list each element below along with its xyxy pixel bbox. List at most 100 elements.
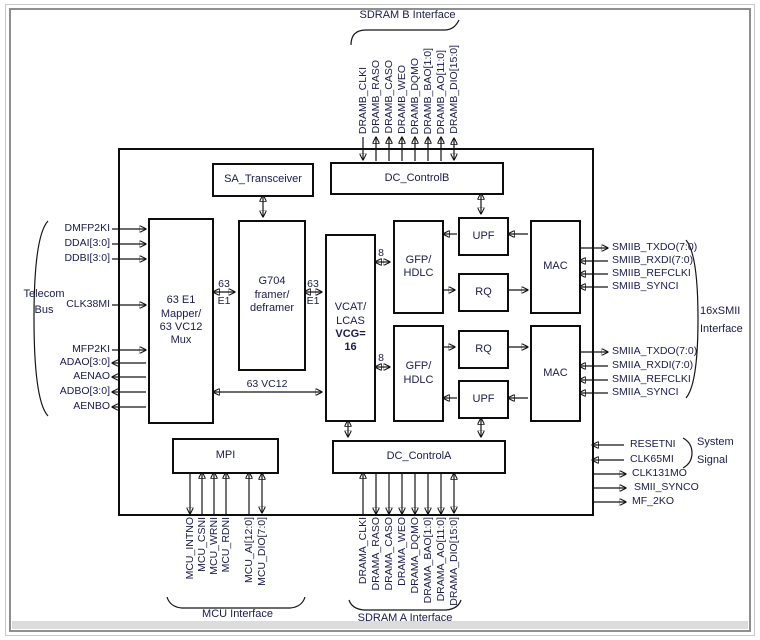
signal-drama-ao: DRAMA_AO[11:0] xyxy=(435,517,447,602)
signal-dramb-raso: DRAMB_RASO xyxy=(370,60,382,134)
signal-smiib-rxdi: SMIIB_RXDI(7:0) xyxy=(612,254,694,266)
block-label-line: LCAS xyxy=(336,314,365,327)
signal-ddbi: DDBI[3:0] xyxy=(64,252,110,264)
block-label-line: framer/ xyxy=(254,288,290,301)
block-sa-transceiver: SA_Transceiver xyxy=(212,163,314,197)
block-label-line: VCG= xyxy=(335,328,366,340)
bus-width-63: 63 xyxy=(307,278,319,290)
sdram-a-wires xyxy=(363,472,454,514)
signal-dramb-dio: DRAMB_DIO[15:0] xyxy=(448,45,460,134)
signal-smiib-synci: SMIIB_SYNCI xyxy=(612,280,679,292)
block-label: DC_ControlB xyxy=(384,171,450,184)
block-dc-control-a: DC_ControlA xyxy=(332,440,506,474)
signal-dramb-bao: DRAMB_BAO[1:0] xyxy=(422,47,434,134)
internal-wires xyxy=(213,193,528,437)
bus-width-e1: E1 xyxy=(306,295,320,307)
block-label-line: 16 xyxy=(344,341,357,354)
signal-dramb-clki: DRAMB_CLKI xyxy=(357,66,369,134)
mcu-wires xyxy=(190,472,262,514)
signal-clk131mo: CLK131MO xyxy=(632,467,687,479)
signal-drama-weo: DRAMA_WEO xyxy=(396,517,408,586)
signal-smiia-synci: SMIIA_SYNCI xyxy=(612,386,679,398)
block-label-line: Mapper/ xyxy=(160,307,202,320)
block-label: MAC xyxy=(543,260,568,273)
telecom-wires xyxy=(112,229,146,407)
block-label-line: GFP/ xyxy=(405,360,432,373)
signal-ddai: DDAI[3:0] xyxy=(64,237,110,249)
block-rq-a: RQ xyxy=(458,330,509,369)
block-g704-framer: G704 framer/ deframer xyxy=(238,220,306,371)
signal-mfp2ki: MFP2KI xyxy=(72,343,110,355)
signal-smiia-rxdi: SMIIA_RXDI(7:0) xyxy=(612,359,694,371)
block-label-line: 63 E1 xyxy=(166,294,196,307)
smii-interface-title-line2: Interface xyxy=(700,323,743,335)
block-rq-b: RQ xyxy=(458,273,509,312)
signal-mcu-ai: MCU_AI[12:0] xyxy=(243,517,255,583)
signal-dramb-dqmo: DRAMB_DQMO xyxy=(409,57,421,134)
sdram-b-interface-title: SDRAM B Interface xyxy=(359,9,456,21)
block-label: RQ xyxy=(475,285,492,298)
signal-mcu-dio: MCU_DIO[7:0] xyxy=(256,517,268,586)
signal-drama-caso: DRAMA_CASO xyxy=(383,517,395,591)
signal-drama-dqmo: DRAMA_DQMO xyxy=(409,517,421,594)
block-label-line: G704 xyxy=(258,275,286,288)
telecom-bus-title-line1: Telecom xyxy=(23,288,65,300)
mcu-interface-title: MCU Interface xyxy=(202,608,273,620)
block-label-line: HDLC xyxy=(403,267,434,279)
signal-drama-bao: DRAMA_BAO[1:0] xyxy=(422,517,434,604)
signal-drama-dio: DRAMA_DIO[15:0] xyxy=(448,517,460,606)
block-label: DC_ControlA xyxy=(386,450,452,463)
bus-width-63vc12: 63 VC12 xyxy=(246,378,288,390)
block-mac-a: MAC xyxy=(530,325,581,422)
signal-drama-raso: DRAMA_RASO xyxy=(370,517,382,591)
block-vcat-lcas: VCAT/ LCAS VCG= 16 xyxy=(325,234,376,422)
system-wires xyxy=(592,445,626,502)
signal-dmfp2ki: DMFP2KI xyxy=(64,222,110,234)
block-label: UPF xyxy=(472,229,495,242)
bus-width-63: 63 xyxy=(218,278,230,290)
signal-smiib-refclki: SMIIB_REFCLKI xyxy=(612,267,691,279)
signal-mcu-rdni: MCU_RDNI xyxy=(220,517,232,573)
signal-resetni: RESETNI xyxy=(630,438,676,450)
block-label: SA_Transceiver xyxy=(224,173,302,186)
signal-dramb-weo: DRAMB_WEO xyxy=(396,65,408,134)
block-label: MPI xyxy=(215,449,236,462)
signal-adao: ADAO[3:0] xyxy=(59,356,110,368)
block-label-line: VCAT/ xyxy=(334,301,367,314)
signal-drama-clki: DRAMA_CLKI xyxy=(357,517,369,585)
page-frame-outer xyxy=(5,4,755,636)
system-signal-title-line1: System xyxy=(697,436,734,448)
group-braces xyxy=(33,19,699,611)
sdram-a-interface-title: SDRAM A Interface xyxy=(357,612,453,624)
block-label-line: deframer xyxy=(249,302,295,315)
block-label-line: Mux xyxy=(170,334,192,347)
bus-width-8: 8 xyxy=(378,247,384,259)
block-dc-control-b: DC_ControlB xyxy=(330,162,504,195)
smii-interface-title-line1: 16xSMII xyxy=(700,305,741,317)
block-e1-mapper: 63 E1 Mapper/ 63 VC12 Mux xyxy=(148,218,214,424)
block-label: RQ xyxy=(475,342,492,355)
signal-adbo: ADBO[3:0] xyxy=(59,385,110,397)
signal-smiib-txdo: SMIIB_TXDO(7:0) xyxy=(612,241,698,253)
block-mpi: MPI xyxy=(172,438,279,474)
block-upf-a: UPF xyxy=(458,380,509,419)
block-mac-b: MAC xyxy=(530,220,581,314)
block-label-line: HDLC xyxy=(403,373,434,386)
signal-dramb-caso: DRAMB_CASO xyxy=(383,60,395,134)
scan-shadow-band xyxy=(12,621,748,629)
block-gfp-hdlc-a: GFP/ HDLC xyxy=(393,325,444,422)
page-frame xyxy=(9,8,751,632)
block-upf-b: UPF xyxy=(458,217,509,256)
block-label-line: GFP/ xyxy=(405,253,432,266)
block-label-line: 63 VC12 xyxy=(159,321,203,333)
signal-smiia-refclki: SMIIA_REFCLKI xyxy=(612,373,691,385)
signal-smii-synco: SMII_SYNCO xyxy=(634,481,699,493)
block-label: UPF xyxy=(472,392,495,405)
signal-aenao: AENAO xyxy=(73,370,110,382)
telecom-bus-title-line2: Bus xyxy=(34,304,54,316)
bus-width-e1: E1 xyxy=(217,295,231,307)
signal-dramb-ao: DRAMB_AO[11:0] xyxy=(435,49,447,134)
system-signal-title-line2: Signal xyxy=(697,454,728,466)
